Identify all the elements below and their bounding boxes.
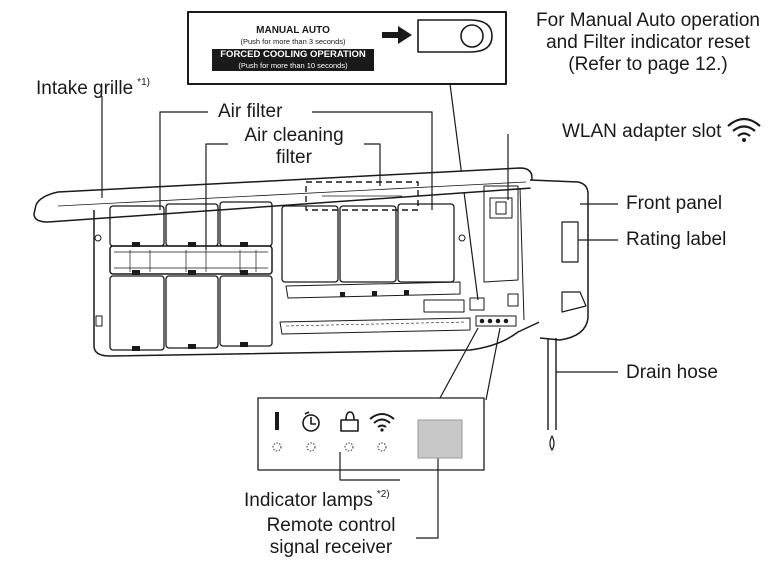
manual-auto-text: MANUAL AUTO (Push for more than 3 second… [208,25,378,47]
drain-hose-label: Drain hose [626,362,718,383]
drip-icon [549,435,555,451]
manual-auto-hint: (Push for more than 3 seconds) [240,37,346,46]
button-arrow [382,26,412,44]
rating-label-label: Rating label [626,229,727,250]
indicator-lamps-label: Indicator lamps*2) [244,484,390,512]
remote-receiver-line-1: Remote control [266,515,396,536]
air-cleaning-filter-line-2: filter [276,147,312,168]
lamp-power [272,442,282,452]
remote-receiver-label: Remote control signal receiver [246,515,416,559]
intake-grille-label: Intake grille*1) [36,72,150,100]
left-air-filter [109,201,273,351]
leader-lines [101,96,618,539]
wifi-icon [369,413,395,432]
button-instructions: MANUAL AUTO (Push for more than 3 second… [204,22,382,76]
lamp-wlan [377,442,387,452]
indicator-lamps-note: *2) [376,489,390,500]
wlan-label-wifi-icon [727,117,761,142]
air-cleaning-filter-label: Air cleaning filter [226,125,362,169]
manual-auto-ref-line-2: and Filter indicator reset [546,32,750,53]
remote-receiver-line-2: signal receiver [269,537,393,558]
drain-hose-shape [547,338,557,430]
lamp-filter [344,442,354,452]
air-cleaning-filter-line-1: Air cleaning [244,125,344,146]
manual-auto-button-icon [417,19,493,53]
manual-auto-ref-line-1: For Manual Auto operation [536,10,760,31]
air-filter-label: Air filter [218,101,283,122]
forced-cooling-hint: (Push for more than 10 seconds) [238,61,348,70]
manual-auto-title: MANUAL AUTO [256,25,330,36]
indicator-lamps-text: Indicator lamps [244,490,373,511]
forced-cooling-title: FORCED COOLING OPERATION [220,49,366,60]
lamp-timer [306,442,316,452]
manual-auto-ref-line-3: (Refer to page 12.) [568,54,728,75]
timer-icon [302,411,320,432]
front-panel-label: Front panel [626,193,723,214]
power-icon [275,412,279,430]
rating-label-shape [561,221,579,263]
filter-icon [340,411,359,432]
intake-grille-note: *1) [137,77,150,88]
manual-auto-reference: For Manual Auto operation and Filter ind… [528,10,768,76]
wlan-adapter-slot-label: WLAN adapter slot [562,121,722,142]
receiver-window [417,419,463,459]
button-inset-frame [187,11,507,85]
intake-grille-text: Intake grille [36,78,134,99]
indoor-unit [33,167,589,451]
forced-cooling-text: FORCED COOLING OPERATION (Push for more … [212,49,374,71]
indicator-panel [257,397,485,471]
right-air-filter [281,181,461,299]
